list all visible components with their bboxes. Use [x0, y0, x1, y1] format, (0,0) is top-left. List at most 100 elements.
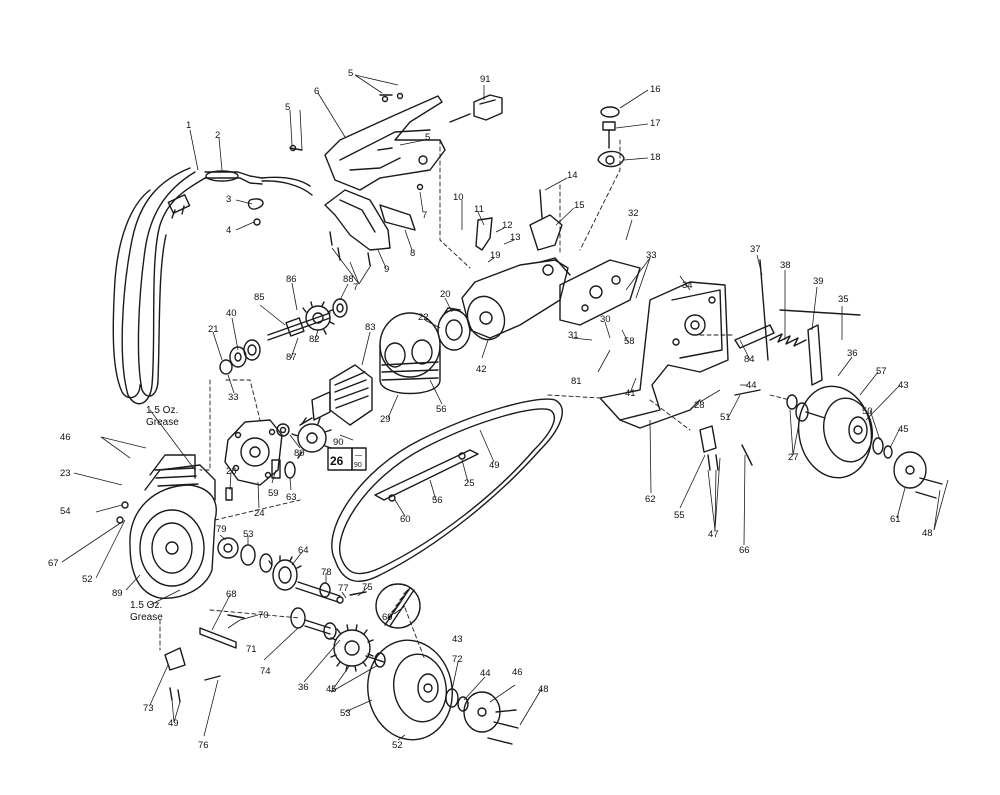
part-callout-2: 2	[215, 130, 220, 141]
front-wheel-icon	[367, 639, 519, 745]
part-callout-36: 36	[298, 682, 309, 693]
part-callout-56: 56	[432, 495, 443, 506]
part-callout-43: 43	[452, 634, 463, 645]
part-callout-86: 86	[286, 274, 297, 285]
part-callout-72: 72	[452, 654, 463, 665]
callout-leaders	[61, 74, 949, 741]
rear-wheel-icon	[786, 385, 943, 499]
part-callout-14: 14	[567, 170, 578, 181]
part-callout-52: 52	[82, 574, 93, 585]
part-callout-1: 1	[186, 120, 191, 131]
part-callout-37: 37	[750, 244, 761, 255]
handle-icon	[324, 183, 424, 266]
part-callout-32: 32	[628, 208, 639, 219]
part-callout-90: 90	[333, 437, 344, 448]
brush-holder-icon	[437, 307, 471, 351]
part-callout-23: 23	[60, 468, 71, 479]
part-callout-29: 29	[380, 414, 391, 425]
part-callout-19: 19	[490, 250, 501, 261]
axle-icon	[164, 607, 337, 703]
part-callout-17: 17	[650, 118, 661, 129]
gear-housing-icon	[461, 189, 641, 341]
part-callout-55: 55	[674, 510, 685, 521]
part-callout-91: 91	[480, 74, 491, 85]
bearing-icon	[225, 459, 296, 501]
spindle-shaft-icon	[219, 298, 348, 375]
part-callout-12: 12	[502, 220, 513, 231]
part-callout-50: 50	[862, 406, 873, 417]
rear-pulley-housing-icon	[116, 454, 217, 599]
part-callout-35: 35	[838, 294, 849, 305]
part-callout-25: 25	[464, 478, 475, 489]
part-callout-85: 85	[254, 292, 265, 303]
part-callout-33: 33	[646, 250, 657, 261]
part-callout-11: 11	[474, 204, 484, 215]
part-callout-3: 3	[226, 194, 231, 205]
part-callout-75: 75	[362, 582, 373, 593]
part-callout-64: 64	[298, 545, 309, 556]
part-callout-28: 28	[694, 400, 705, 411]
part-callout-24: 24	[254, 508, 265, 519]
svg-text:Grease: Grease	[146, 417, 179, 428]
part-callout-82: 82	[309, 334, 320, 345]
part-callout-46: 46	[512, 667, 523, 678]
part-callout-59: 59	[268, 488, 279, 499]
part-callout-41: 41	[625, 388, 636, 399]
part-callout-33: 33	[228, 392, 239, 403]
clamp-bolt-icon	[597, 106, 625, 168]
rear-frame-icon	[599, 281, 729, 429]
power-cord-icon	[112, 167, 313, 405]
part-callout-48: 48	[922, 528, 933, 539]
part-callout-21: 21	[208, 324, 219, 335]
part-callout-40: 40	[226, 308, 237, 319]
part-callout-81: 81	[571, 376, 582, 387]
svg-text:Grease: Grease	[130, 612, 163, 623]
part-callout-45: 45	[898, 424, 909, 435]
part-callout-5: 5	[348, 68, 353, 79]
part-callout-36: 36	[847, 348, 858, 359]
part-callout-83: 83	[365, 322, 376, 333]
svg-text:1.5 Oz.: 1.5 Oz.	[130, 600, 162, 611]
part-callout-53: 53	[340, 708, 351, 719]
trigger-switch-icon	[449, 94, 503, 123]
part-callout-7: 7	[422, 210, 427, 221]
part-callout-43: 43	[898, 380, 909, 391]
part-callout-70: 70	[258, 610, 269, 621]
part-callout-76: 76	[198, 740, 209, 751]
part-callout-5: 5	[425, 132, 430, 143]
part-callout-84: 84	[744, 354, 755, 365]
part-callout-38: 38	[780, 260, 791, 271]
parts-artwork	[112, 92, 943, 745]
part-callout-8: 8	[410, 248, 415, 259]
part-callout-10: 10	[453, 192, 464, 203]
part-callout-89: 89	[112, 588, 123, 599]
part-callout-60: 60	[400, 514, 411, 525]
part-callout-68: 68	[226, 589, 237, 600]
svg-text:26: 26	[330, 454, 344, 468]
part-callout-6: 6	[314, 86, 319, 97]
svg-text:—: —	[355, 452, 362, 459]
part-callout-51: 51	[720, 412, 731, 423]
part-callout-57: 57	[876, 366, 887, 377]
part-callout-80: 80	[294, 448, 305, 459]
fan-icon	[276, 417, 332, 459]
part-callout-46: 46	[60, 432, 71, 443]
part-callout-22: 22	[418, 312, 429, 323]
svg-text:90: 90	[354, 462, 362, 469]
part-callout-44: 44	[480, 668, 491, 679]
part-callout-9: 9	[384, 264, 389, 275]
part-callout-34: 34	[682, 280, 693, 291]
sprocket-icon	[330, 624, 386, 672]
part-callout-47: 47	[708, 529, 719, 540]
part-callout-30: 30	[600, 314, 611, 325]
part-callout-15: 15	[574, 200, 585, 211]
part-callout-52: 52	[392, 740, 403, 751]
part-callout-74: 74	[260, 666, 271, 677]
armature-icon	[299, 364, 373, 426]
part-callout-49: 49	[168, 718, 179, 729]
part-callout-62: 62	[645, 494, 656, 505]
part-callout-69: 69	[382, 612, 393, 623]
part-callout-56: 56	[436, 404, 447, 415]
part-callout-66: 66	[739, 545, 750, 556]
